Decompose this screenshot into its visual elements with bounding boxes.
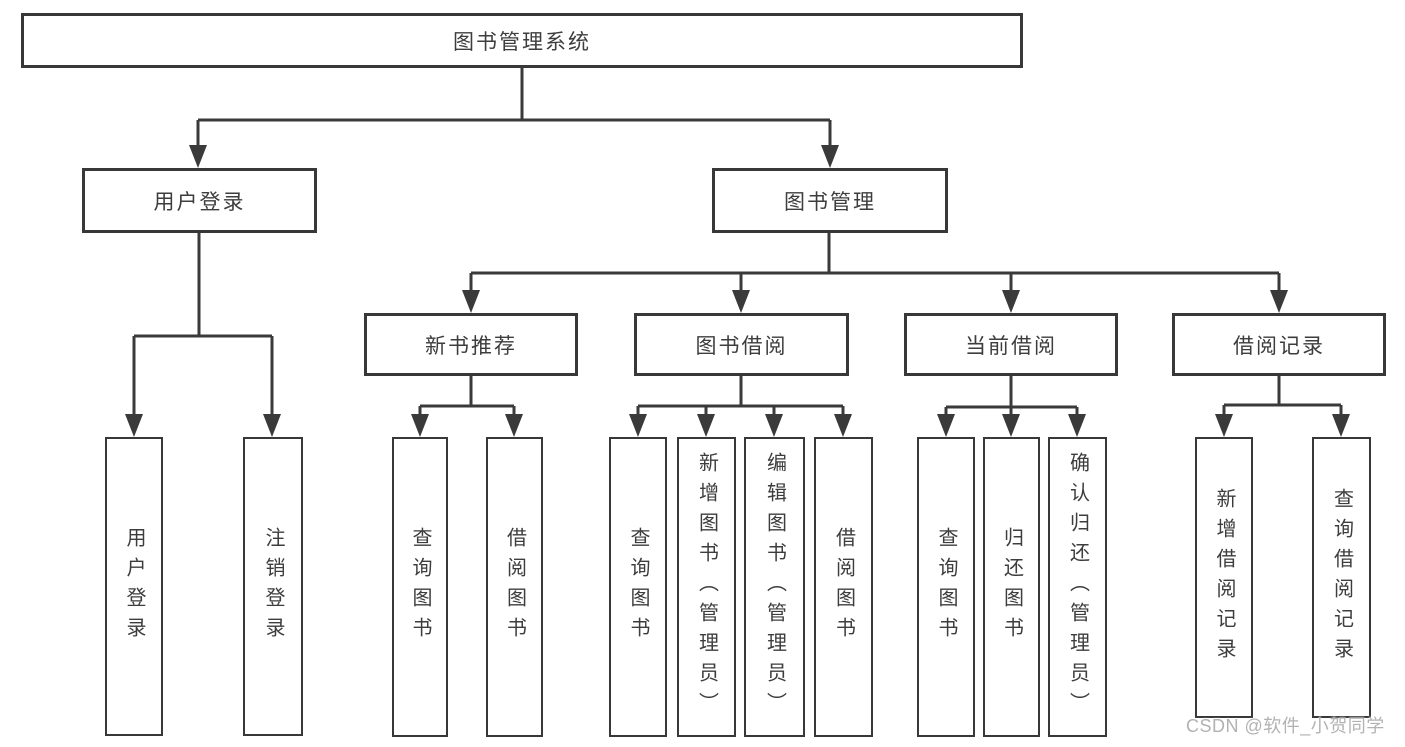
- node-current-borrow: 当前借阅: [904, 313, 1118, 376]
- arrowhead: [125, 414, 143, 437]
- arrowhead: [1215, 414, 1233, 437]
- arrowhead: [937, 414, 955, 437]
- leaf-confirm-return-admin: 确认归还（管理员）: [1048, 437, 1107, 737]
- node-user-login: 用户登录: [82, 168, 317, 233]
- arrowhead: [1270, 290, 1288, 313]
- arrowhead: [462, 290, 480, 313]
- node-new-book-recommend: 新书推荐: [364, 313, 578, 376]
- node-book-borrow: 图书借阅: [634, 313, 849, 376]
- node-borrow-records: 借阅记录: [1172, 313, 1386, 376]
- leaf-edit-books-admin: 编辑图书（管理员）: [744, 437, 805, 737]
- leaf-query-books-1: 查询图书: [392, 437, 448, 737]
- arrowhead: [1068, 414, 1086, 437]
- leaf-borrow-books-2: 借阅图书: [814, 437, 873, 737]
- node-root-system: 图书管理系统: [21, 13, 1023, 68]
- leaf-query-books-2: 查询图书: [609, 437, 667, 737]
- leaf-add-books-admin: 新增图书（管理员）: [677, 437, 736, 737]
- arrowhead: [189, 145, 207, 168]
- arrowhead: [697, 414, 715, 437]
- leaf-add-borrow-record: 新增借阅记录: [1195, 437, 1253, 718]
- arrowhead: [505, 414, 523, 437]
- arrowhead: [411, 414, 429, 437]
- arrowhead: [834, 414, 852, 437]
- arrowhead: [765, 414, 783, 437]
- leaf-logout: 注销登录: [243, 437, 303, 736]
- arrowhead: [732, 290, 750, 313]
- arrowhead: [821, 145, 839, 168]
- arrowhead: [629, 414, 647, 437]
- arrowhead: [1002, 414, 1020, 437]
- arrowhead: [263, 414, 281, 437]
- node-book-management: 图书管理: [712, 168, 948, 233]
- leaf-return-books: 归还图书: [983, 437, 1040, 737]
- arrowhead: [1002, 290, 1020, 313]
- leaf-user-login: 用户登录: [105, 437, 163, 736]
- leaf-query-books-3: 查询图书: [917, 437, 975, 737]
- arrowhead: [1332, 414, 1350, 437]
- leaf-borrow-books-1: 借阅图书: [486, 437, 543, 737]
- leaf-query-borrow-record: 查询借阅记录: [1312, 437, 1371, 718]
